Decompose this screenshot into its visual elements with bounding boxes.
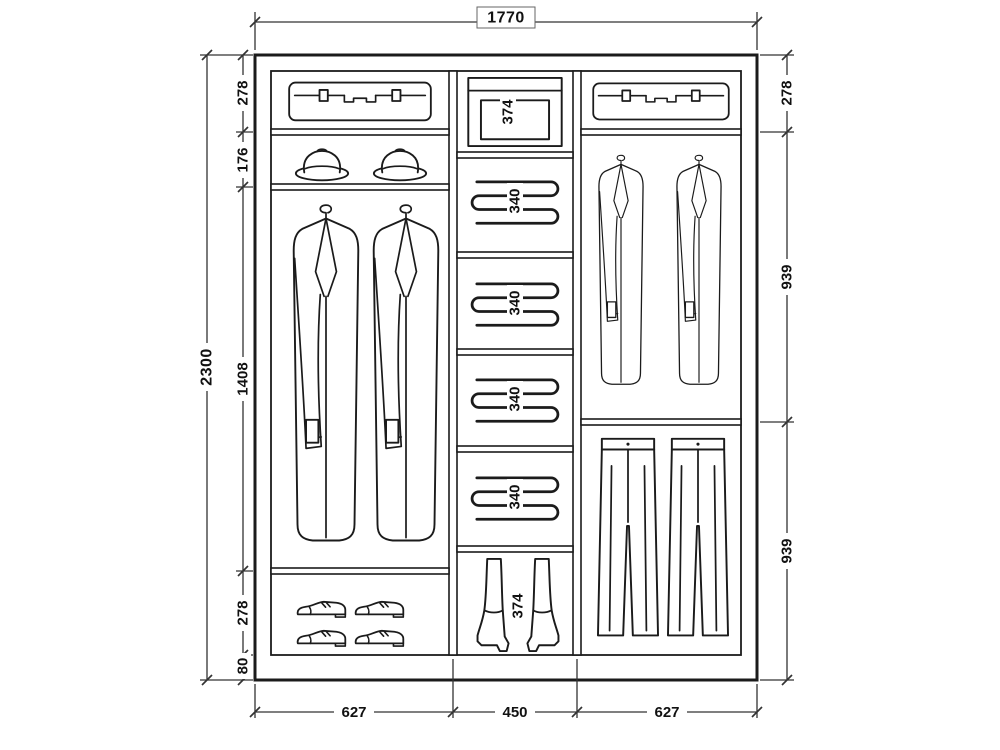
dim-label-bottom-2: 627 xyxy=(654,704,679,721)
shelf-middle-2 xyxy=(456,251,574,259)
dim-label-total-height: 2300 xyxy=(199,348,216,386)
dimension-top-width: 1770 xyxy=(249,6,763,50)
dim-label-right-1: 939 xyxy=(779,264,796,289)
shelf-left-shoes xyxy=(270,567,450,575)
shelf-middle-4 xyxy=(456,445,574,453)
label-bg xyxy=(235,75,251,111)
label-bg xyxy=(495,703,535,722)
dim-label-boots: 374 xyxy=(510,593,527,619)
shelf-right-top xyxy=(580,128,742,136)
label-bg xyxy=(507,183,523,219)
dim-label-shelf-1: 340 xyxy=(507,188,524,213)
dim-label-left-2: 1408 xyxy=(235,362,252,395)
dimension-right-sections: 278 939 939 xyxy=(760,49,796,686)
shelf-left-hats xyxy=(270,183,450,191)
label-bg xyxy=(334,703,374,722)
label-bg xyxy=(235,357,251,401)
dim-label-shelf-3: 340 xyxy=(507,386,524,411)
label-bg xyxy=(199,343,216,391)
dim-label-right-2: 939 xyxy=(779,538,796,563)
dim-label-right-0: 278 xyxy=(779,80,796,105)
dim-label-shelf-2: 340 xyxy=(507,290,524,315)
shelf-right-trousers xyxy=(580,418,742,426)
label-bg xyxy=(510,588,526,624)
coat-icon xyxy=(292,204,360,542)
label-bg xyxy=(500,94,516,130)
label-bg xyxy=(779,533,795,569)
label-bg xyxy=(779,259,795,295)
label-bg xyxy=(507,381,523,417)
dimension-left-height: 2300 xyxy=(199,49,253,686)
dim-label-middle-box: 374 xyxy=(500,99,517,125)
dim-label-shelf-4: 340 xyxy=(507,484,524,509)
label-box xyxy=(476,6,536,29)
divider-middle-right xyxy=(572,70,582,656)
label-bg xyxy=(235,142,251,178)
shelf-middle-1 xyxy=(456,151,574,159)
shelf-left-top xyxy=(270,128,450,136)
label-bg xyxy=(235,653,251,679)
dim-label-bottom-0: 627 xyxy=(341,704,366,721)
shelf-middle-3 xyxy=(456,348,574,356)
dim-label-total-width: 1770 xyxy=(487,10,525,27)
coat-icon xyxy=(372,204,440,542)
wardrobe-frame xyxy=(253,53,759,682)
label-bg xyxy=(507,285,523,321)
dim-label-left-0: 278 xyxy=(235,80,252,105)
jacket-icon xyxy=(598,154,644,386)
dim-label-left-4: 80 xyxy=(235,658,252,675)
label-bg xyxy=(647,703,687,722)
suitcase-icon xyxy=(592,82,730,121)
dim-label-left-1: 176 xyxy=(235,147,252,172)
divider-left-middle xyxy=(448,70,458,656)
dim-label-bottom-1: 450 xyxy=(502,704,527,721)
shelf-middle-5 xyxy=(456,545,574,553)
label-bg xyxy=(507,479,523,515)
dimension-bottom-sections: 627 450 627 xyxy=(249,659,763,722)
suitcase-icon xyxy=(288,81,432,122)
label-bg xyxy=(779,75,795,111)
jacket-icon xyxy=(676,154,722,386)
dim-label-left-3: 278 xyxy=(235,600,252,625)
label-bg xyxy=(235,595,251,631)
dimension-left-sections: 278 176 1408 278 80 xyxy=(235,49,253,686)
middle-shelf-labels: 374 340 340 340 340 374 xyxy=(500,94,527,624)
